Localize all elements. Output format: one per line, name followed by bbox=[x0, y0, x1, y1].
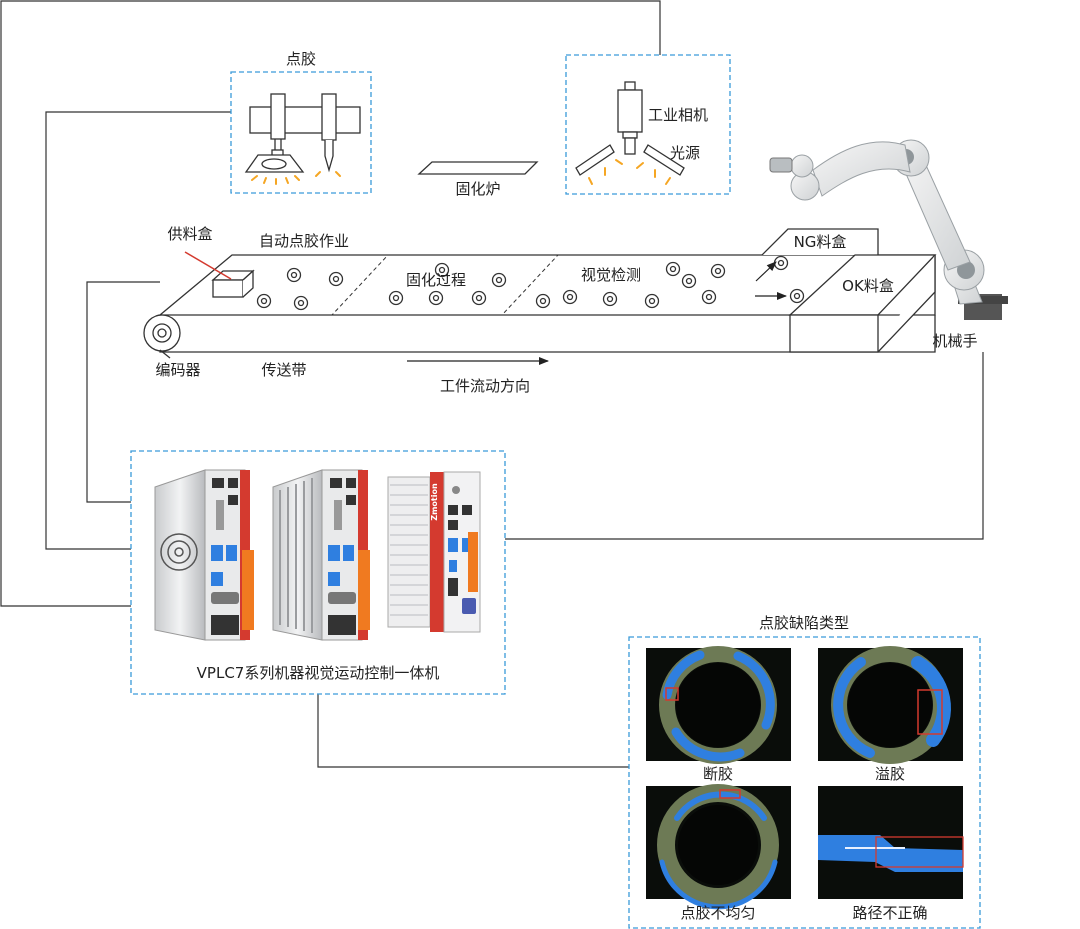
flow-direction-label: 工件流动方向 bbox=[440, 377, 530, 395]
defect-label-wrong-path: 路径不正确 bbox=[852, 904, 927, 922]
conveyor-belt bbox=[143, 228, 937, 365]
dispenser-machine-icon bbox=[244, 93, 361, 173]
defect-image-wrong-path bbox=[818, 786, 964, 899]
vision-station: 工业相机 光源 bbox=[565, 54, 731, 195]
ng-box bbox=[761, 228, 879, 256]
defect-panel: 点胶缺陷类型 断胶 溢胶 bbox=[628, 614, 981, 929]
ng-box-label: NG料盒 bbox=[794, 233, 847, 251]
dispense-glow-icon bbox=[251, 171, 341, 185]
controller-label: VPLC7系列机器视觉运动控制一体机 bbox=[197, 664, 440, 682]
camera-icon bbox=[617, 81, 643, 155]
controller-panel: Zmotion VPLC7系列机器视觉运动控制一体机 bbox=[130, 450, 506, 695]
feed-box-icon bbox=[211, 269, 255, 298]
ok-box-label: OK料盒 bbox=[842, 277, 894, 295]
feed-box-pointer bbox=[184, 251, 232, 280]
curing-oven: 固化炉 bbox=[417, 161, 539, 198]
defect-title: 点胶缺陷类型 bbox=[759, 614, 849, 632]
light-rays-icon bbox=[588, 159, 671, 185]
light-source-icon bbox=[575, 144, 685, 176]
defect-label-overflow: 溢胶 bbox=[875, 765, 905, 783]
workpieces bbox=[256, 255, 805, 311]
robot-arm-icon: 机械手 bbox=[769, 139, 1008, 350]
robot-label: 机械手 bbox=[932, 332, 977, 350]
ng-arrow bbox=[755, 261, 777, 282]
controller-unit-2-icon bbox=[272, 469, 370, 641]
ok-box bbox=[788, 254, 937, 353]
controller-unit-3-icon: Zmotion bbox=[387, 471, 481, 633]
conveyor-label: 传送带 bbox=[261, 361, 306, 379]
dispensing-station: 点胶 bbox=[230, 50, 372, 194]
defect-image-overflow bbox=[818, 646, 963, 764]
encoder-icon bbox=[143, 314, 181, 359]
connection-lines bbox=[0, 0, 984, 768]
light-label: 光源 bbox=[670, 144, 700, 162]
inspection-label: 视觉检测 bbox=[581, 266, 641, 284]
encoder-label: 编码器 bbox=[155, 361, 200, 379]
defect-label-uneven: 点胶不均匀 bbox=[680, 904, 755, 922]
feed-box-label: 供料盒 bbox=[167, 225, 212, 243]
curing-label: 固化过程 bbox=[406, 271, 466, 289]
defect-label-broken: 断胶 bbox=[703, 765, 733, 783]
auto-dispense-label: 自动点胶作业 bbox=[259, 232, 349, 250]
dispensing-label: 点胶 bbox=[286, 50, 316, 68]
oven-label: 固化炉 bbox=[455, 180, 500, 198]
oven-plate-icon bbox=[417, 161, 539, 175]
curing-zone bbox=[330, 254, 560, 316]
controller-brand-text: Zmotion bbox=[430, 483, 439, 521]
defect-image-broken bbox=[646, 646, 791, 764]
camera-label: 工业相机 bbox=[648, 106, 708, 124]
controller-unit-1-icon bbox=[154, 469, 254, 641]
defect-image-uneven bbox=[646, 784, 791, 910]
